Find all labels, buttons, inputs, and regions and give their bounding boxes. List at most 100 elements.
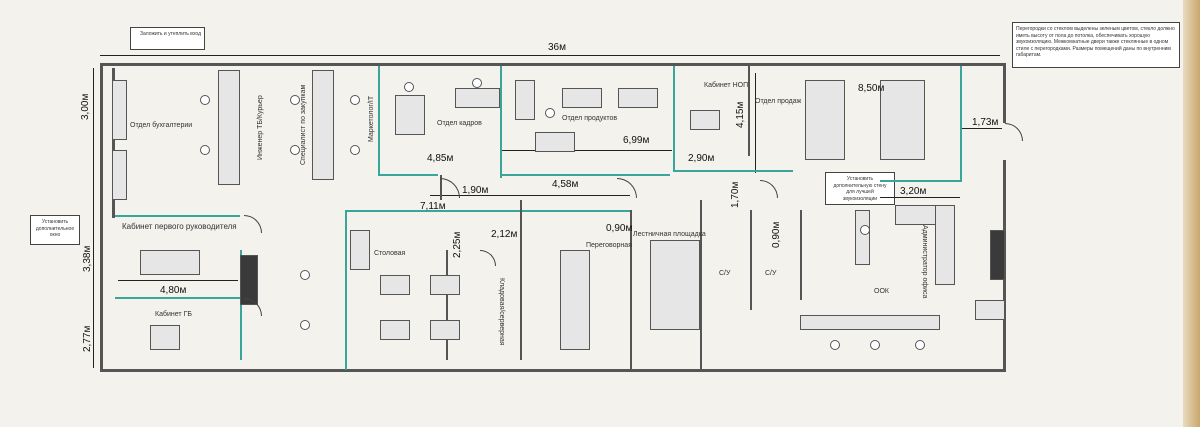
interior-wall — [446, 250, 448, 360]
chair — [830, 340, 840, 350]
chair — [200, 95, 210, 105]
dim-left-bottom: 2,77м — [82, 325, 93, 352]
dim-entrance-width: 1,73м — [972, 117, 999, 128]
dim-wc-door: 0,90м — [771, 221, 782, 248]
outer-wall-top — [100, 63, 1005, 66]
furniture — [350, 230, 370, 270]
dim-line-ook — [880, 197, 960, 198]
dim-products-width: 6,99м — [623, 135, 650, 146]
chair — [290, 145, 300, 155]
glass-partition — [880, 180, 962, 182]
interior-wall — [520, 200, 522, 360]
glass-partition — [520, 210, 630, 212]
interior-wall — [750, 210, 752, 310]
furniture — [218, 70, 240, 185]
chair — [915, 340, 925, 350]
furniture — [312, 70, 334, 180]
chair — [870, 340, 880, 350]
chair — [300, 320, 310, 330]
note-extra-wall: Установить дополнительную стену для лучш… — [825, 172, 895, 205]
chair — [290, 95, 300, 105]
dim-nop-width: 2,90м — [688, 153, 715, 164]
dim-ceo-width: 4,80м — [160, 285, 187, 296]
furniture — [150, 325, 180, 350]
furniture — [112, 150, 127, 200]
dim-line-sales — [755, 73, 756, 173]
chair — [200, 145, 210, 155]
dim-canteen-width: 7,11м — [420, 201, 446, 212]
glass-partition — [500, 174, 670, 176]
outer-wall-right — [1003, 63, 1006, 123]
room-label-ook: ООК — [874, 288, 889, 295]
door-swing — [480, 250, 496, 266]
paper-edge — [1183, 0, 1200, 427]
glass-partition — [960, 66, 962, 180]
room-label-canteen: Столовая — [374, 250, 406, 257]
glass-partition — [500, 66, 502, 178]
dim-ook-wall: 3,20м — [900, 186, 927, 197]
furniture — [515, 80, 535, 120]
furniture — [140, 250, 200, 275]
furniture — [690, 110, 720, 130]
dim-storage-depth: 2,25м — [452, 231, 463, 258]
room-label-marketing: Маркетолог/IT — [368, 95, 375, 142]
glass-partition — [345, 212, 347, 370]
glass-partition — [673, 66, 675, 170]
room-label-accounting: Отдел бухгалтерии — [130, 122, 193, 129]
room-label-products: Отдел продуктов — [562, 115, 618, 122]
furniture — [380, 320, 410, 340]
room-label-procurement: Специалист по закупкам — [300, 84, 307, 165]
glass-partition — [378, 174, 438, 176]
furniture — [380, 275, 410, 295]
room-label-meeting: Переговорная — [586, 242, 632, 249]
dim-wc-corridor: 1,70м — [730, 181, 741, 208]
interior-wall — [112, 68, 115, 218]
dim-left-top: 3,00м — [80, 93, 91, 120]
furniture — [805, 80, 845, 160]
furniture — [430, 275, 460, 295]
glass-partition — [378, 66, 380, 176]
glass-partition — [240, 250, 242, 360]
dim-line-ceo — [118, 280, 238, 281]
dim-storage-width: 2,12м — [491, 229, 518, 240]
glass-partition — [115, 215, 240, 217]
furniture — [855, 210, 870, 265]
dim-line-corridor — [430, 195, 630, 196]
chair — [545, 108, 555, 118]
chair — [300, 270, 310, 280]
room-label-nop-office: Кабинет НОП — [704, 82, 749, 89]
chair — [350, 95, 360, 105]
sofa — [990, 230, 1005, 280]
room-label-office-admin: Администратор офиса — [921, 225, 928, 299]
room-label-hr: Отдел кадров — [437, 120, 482, 127]
interior-wall — [630, 210, 632, 370]
dim-sales-width: 8,50м — [858, 83, 885, 94]
door-swing — [440, 178, 460, 198]
door-swing — [760, 180, 778, 198]
furniture — [455, 88, 500, 108]
dim-line-products — [502, 150, 672, 151]
furniture — [650, 240, 700, 330]
glass-partition — [673, 170, 793, 172]
interior-wall — [700, 200, 702, 370]
furniture — [430, 320, 460, 340]
dim-total-length: 36м — [548, 42, 566, 53]
room-label-gb-office: Кабинет ГБ — [155, 311, 192, 318]
dim-corridor-1: 1,90м — [462, 185, 489, 196]
furniture — [535, 132, 575, 152]
sofa — [240, 255, 258, 305]
note-glass-partitions: Перегородки со стеклом выделены зеленым … — [1012, 22, 1180, 68]
chair — [350, 145, 360, 155]
interior-wall — [748, 66, 750, 156]
furniture — [935, 205, 955, 285]
glass-partition — [345, 210, 520, 212]
note-seal-entrance: Заложить и утеплить вход — [130, 27, 205, 50]
room-label-ceo-office: Кабинет первого руководителя — [122, 222, 237, 231]
door-swing — [244, 298, 262, 316]
room-label-stairs: Лестничная площадка — [633, 231, 706, 238]
furniture — [880, 80, 925, 160]
room-label-safety-engineer: Инженер ТБ/Курьер — [257, 95, 264, 160]
furniture — [618, 88, 658, 108]
furniture — [800, 315, 940, 330]
dim-sales-depth: 4,15м — [735, 101, 746, 128]
